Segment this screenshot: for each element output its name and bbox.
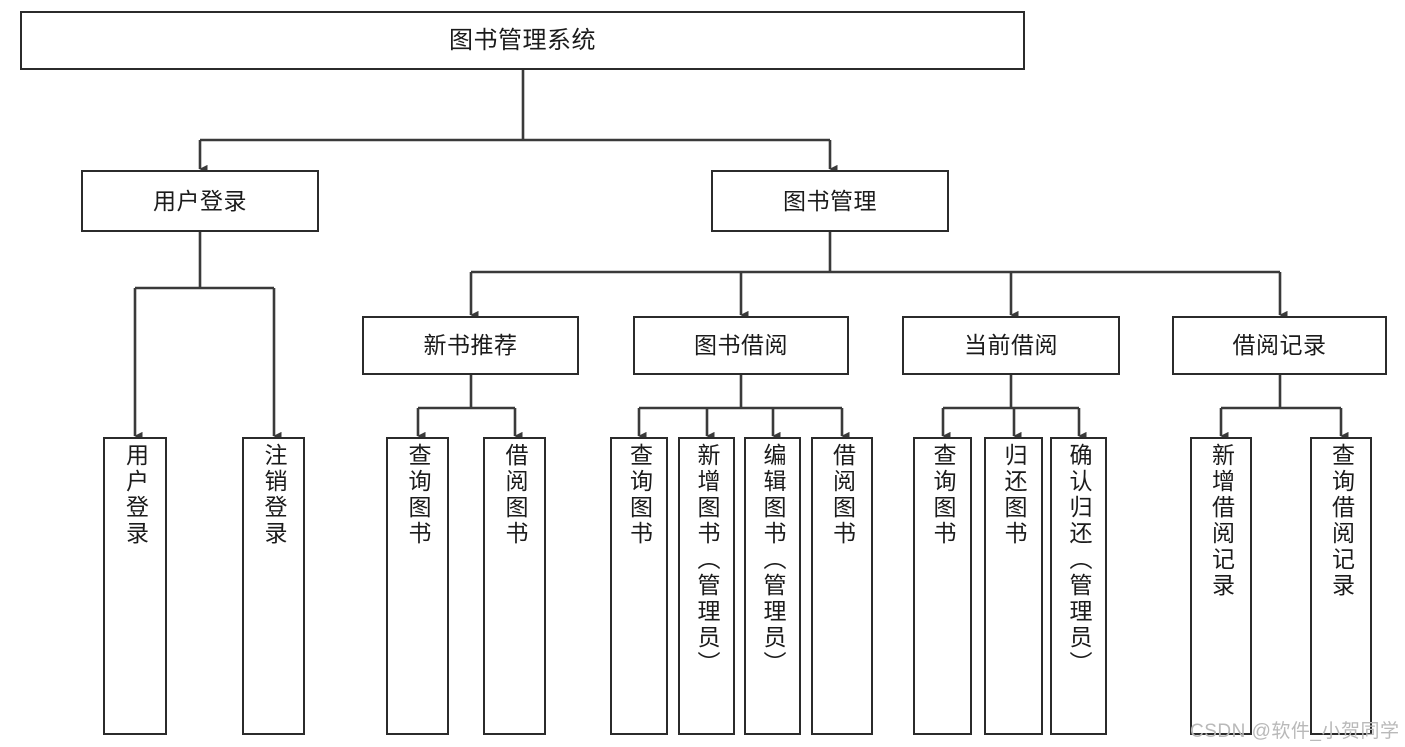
node-label: 查询借阅记录 xyxy=(1328,443,1355,599)
node-user-login[interactable]: 用户登录 xyxy=(81,170,319,232)
node-label: 图书管理系统 xyxy=(449,26,596,54)
node-leaf-user-login[interactable]: 用户登录 xyxy=(103,437,167,735)
node-borrow-record[interactable]: 借阅记录 xyxy=(1172,316,1387,375)
node-label: 注销登录 xyxy=(261,443,287,547)
node-label: 归还图书 xyxy=(1001,443,1027,547)
node-leaf-query-book-recommend[interactable]: 查询图书 xyxy=(386,437,449,735)
node-label: 确认归还（管理员） xyxy=(1066,443,1092,677)
node-label: 借阅图书 xyxy=(829,443,856,547)
node-leaf-query-book-current[interactable]: 查询图书 xyxy=(913,437,972,735)
edge-layer xyxy=(133,70,1349,441)
node-label: 当前借阅 xyxy=(964,332,1058,359)
node-label: 新增图书（管理员） xyxy=(694,443,720,677)
node-label: 新增借阅记录 xyxy=(1208,443,1235,599)
node-label: 图书借阅 xyxy=(694,332,788,359)
node-new-book-recommend[interactable]: 新书推荐 xyxy=(362,316,579,375)
node-label: 借阅记录 xyxy=(1232,332,1327,359)
node-label: 查询图书 xyxy=(930,443,956,547)
node-label: 借阅图书 xyxy=(502,443,528,547)
node-leaf-query-book-borrow[interactable]: 查询图书 xyxy=(610,437,668,735)
node-label: 编辑图书（管理员） xyxy=(760,443,786,677)
node-book-borrow[interactable]: 图书借阅 xyxy=(633,316,849,375)
node-label: 查询图书 xyxy=(405,443,431,547)
node-label: 查询图书 xyxy=(626,443,653,547)
node-leaf-query-borrow-record[interactable]: 查询借阅记录 xyxy=(1310,437,1372,735)
node-leaf-add-borrow-record[interactable]: 新增借阅记录 xyxy=(1190,437,1252,735)
node-label: 用户登录 xyxy=(153,187,247,214)
node-leaf-borrow-book[interactable]: 借阅图书 xyxy=(811,437,873,735)
node-current-borrow[interactable]: 当前借阅 xyxy=(902,316,1120,375)
node-leaf-confirm-return-admin[interactable]: 确认归还（管理员） xyxy=(1050,437,1107,735)
node-leaf-user-logout[interactable]: 注销登录 xyxy=(242,437,305,735)
node-leaf-borrow-book-recommend[interactable]: 借阅图书 xyxy=(483,437,546,735)
node-leaf-return-book[interactable]: 归还图书 xyxy=(984,437,1043,735)
node-label: 用户登录 xyxy=(122,443,149,547)
node-book-manage[interactable]: 图书管理 xyxy=(711,170,949,232)
node-leaf-add-book-admin[interactable]: 新增图书（管理员） xyxy=(678,437,735,735)
watermark: CSDN @软件_小贺同学 xyxy=(1190,721,1400,742)
node-label: 图书管理 xyxy=(783,187,877,214)
node-leaf-edit-book-admin[interactable]: 编辑图书（管理员） xyxy=(744,437,801,735)
node-label: 新书推荐 xyxy=(423,332,518,359)
node-root[interactable]: 图书管理系统 xyxy=(20,11,1025,70)
